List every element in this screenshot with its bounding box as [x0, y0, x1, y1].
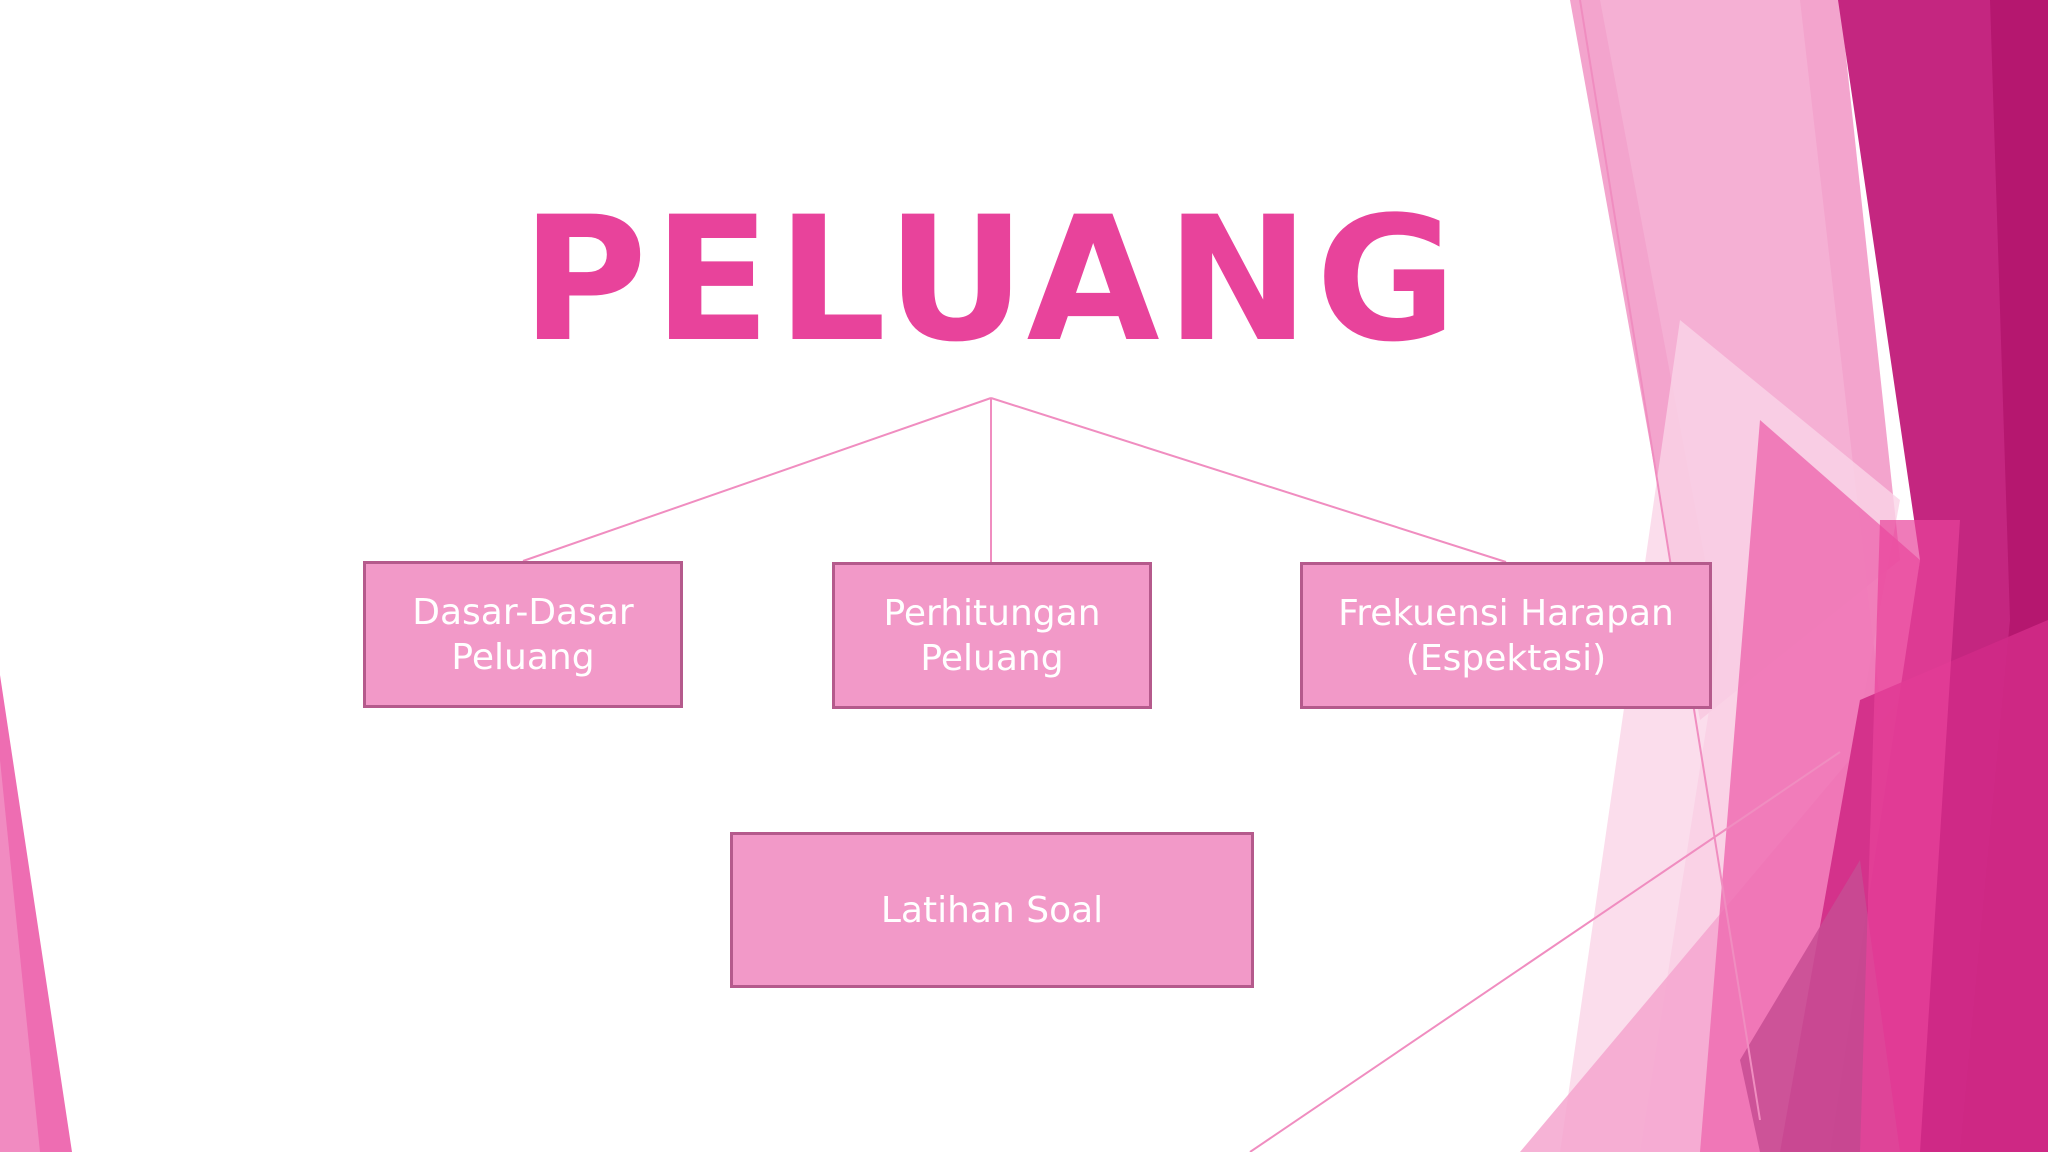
practice-label: Latihan Soal — [880, 889, 1104, 931]
slide-title: PELUANG — [521, 179, 1463, 380]
right-bright-shape — [1700, 420, 1920, 1152]
topic-label: Perhitungan Peluang — [883, 592, 1101, 679]
decorative-line-1 — [1579, 0, 1761, 1121]
right-bottom-muted — [1740, 860, 1900, 1152]
topic-box-perhitungan-peluang[interactable]: Perhitungan Peluang — [832, 562, 1152, 709]
topic-label: Dasar-Dasar Peluang — [412, 591, 634, 678]
topic-box-frekuensi-harapan[interactable]: Frekuensi Harapan (Espektasi) — [1300, 562, 1712, 709]
decorative-line-2 — [1249, 751, 1841, 1152]
right-edge-bright — [1860, 520, 1960, 1152]
topic-box-dasar-dasar-peluang[interactable]: Dasar-Dasar Peluang — [363, 561, 683, 708]
practice-box-latihan-soal[interactable]: Latihan Soal — [730, 832, 1254, 988]
left-accent-shape-light — [0, 760, 40, 1152]
topic-label: Frekuensi Harapan (Espektasi) — [1338, 592, 1674, 679]
